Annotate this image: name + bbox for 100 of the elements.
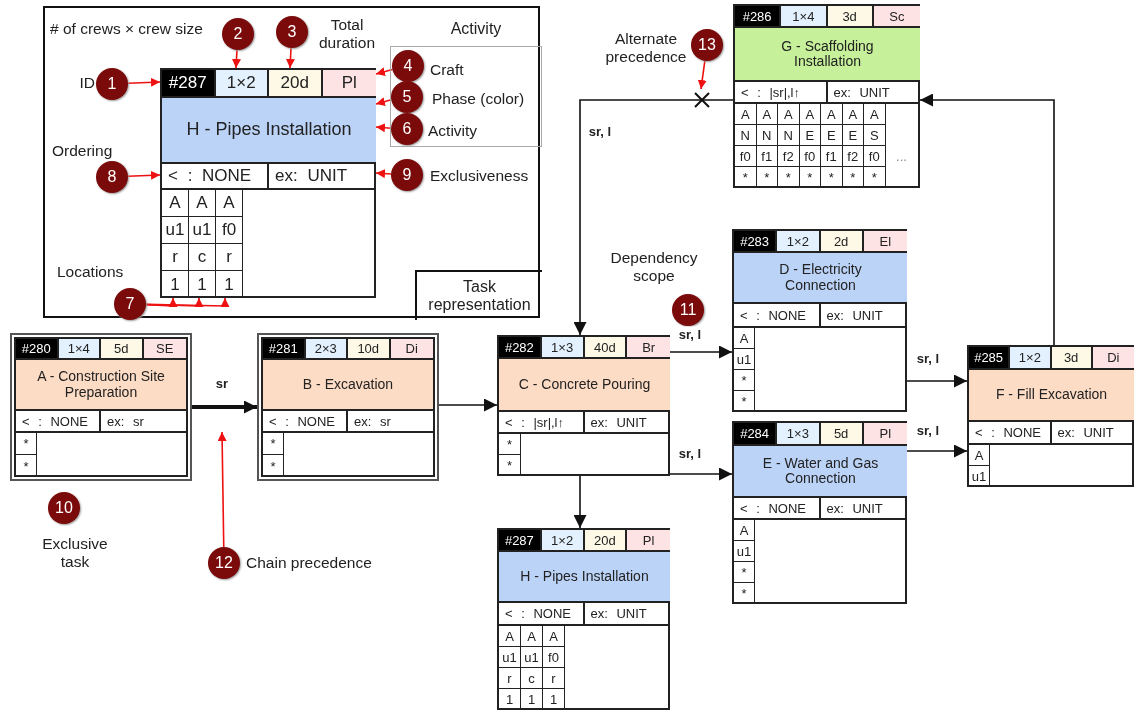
task-card (10, 333, 192, 481)
duration-cell: 40d (584, 337, 628, 359)
panel-title: Task representation (415, 270, 542, 320)
callout-number: 10 (48, 492, 80, 524)
task-card (497, 528, 670, 710)
callout-number: 2 (222, 18, 254, 50)
location-column: A u1 r 1 (162, 190, 189, 298)
task-card (497, 335, 670, 476)
location-column: A u1 * * (734, 328, 755, 412)
crew-cell: 2×3 (305, 339, 348, 360)
exclusiveness-cell: ex: UNIT (1051, 422, 1134, 445)
location-column: A N f0 * (735, 104, 757, 188)
activity-cell: D - Electricity Connection (734, 253, 907, 304)
callout-number: 5 (391, 81, 423, 113)
ellipsis-text: ... (895, 148, 908, 166)
activity-cell: H - Pipes Installation (499, 552, 670, 603)
activity-cell: B - Excavation (263, 360, 433, 411)
callout-label: # of crews × crew size (50, 20, 204, 38)
duration-cell: 3d (827, 6, 874, 28)
callout-number: 1 (96, 68, 128, 100)
activity-cell: G - Scaffolding Installation (735, 28, 920, 82)
location-column: * * (499, 434, 521, 476)
callout-label: ID (78, 74, 95, 92)
location-column: * * (16, 433, 37, 477)
craft-cell: Sc (873, 6, 920, 28)
task-id-cell: #286 (735, 6, 782, 28)
location-column: A E f0 * (799, 104, 821, 188)
duration-cell: 20d (269, 70, 323, 98)
craft-cell: Pl (322, 70, 376, 98)
craft-cell: SE (143, 339, 186, 360)
activity-cell: C - Concrete Pouring (499, 359, 670, 412)
location-column: A E f2 * (842, 104, 864, 188)
task-id-cell: #287 (162, 70, 216, 98)
task-card (160, 68, 376, 298)
crew-cell: 1×2 (215, 70, 269, 98)
crew-cell: 1×2 (777, 231, 821, 253)
crew-cell: 1×2 (1010, 347, 1052, 370)
duration-cell: 20d (584, 530, 628, 552)
callout-label: Chain precedence (246, 554, 373, 572)
callout-label: Ordering (52, 142, 114, 160)
exclusiveness-cell: ex: UNIT (820, 304, 907, 328)
callout-number: 12 (208, 547, 240, 579)
exclusiveness-cell: ex: UNIT (584, 412, 670, 434)
duration-cell: 2d (820, 231, 864, 253)
craft-cell: Pl (627, 530, 670, 552)
craft-cell: Di (390, 339, 433, 360)
activity-cell: A - Construction Site Preparation (16, 360, 186, 411)
ordering-cell: < : NONE (969, 422, 1052, 445)
callout-label: Exclusiveness (430, 167, 530, 185)
task-card (733, 4, 920, 188)
task-card (732, 229, 907, 412)
callout-number: 4 (392, 50, 424, 82)
exclusiveness-cell: ex: UNIT (827, 82, 920, 104)
ordering-cell: < : NONE (734, 304, 821, 328)
exclusiveness-cell: ex: UNIT (584, 603, 670, 626)
task-id-cell: #282 (499, 337, 542, 359)
callout-label: Dependency scope (610, 249, 698, 285)
task-id-cell: #281 (263, 339, 306, 360)
location-column: A f0 r 1 (543, 626, 565, 710)
ordering-cell: < : |sr|,l↑ (735, 82, 828, 104)
crew-cell: 1×3 (777, 423, 821, 446)
ordering-cell: < : |sr|,l↑ (499, 412, 585, 434)
group-heading: Activity (449, 20, 503, 39)
location-column: A N f2 * (778, 104, 800, 188)
exclusiveness-cell: ex: UNIT (269, 164, 376, 190)
activity-cell: E - Water and Gas Connection (734, 446, 907, 498)
exclusiveness-cell: ex: UNIT (820, 498, 907, 520)
callout-label: Phase (color) (432, 90, 526, 108)
ordering-cell: < : NONE (734, 498, 821, 520)
callout-group (390, 20, 542, 147)
task-card (257, 333, 439, 481)
task-card (732, 421, 907, 604)
task-id-cell: #285 (969, 347, 1011, 370)
callout-label: Total duration (318, 16, 376, 52)
callout-number: 13 (691, 29, 723, 61)
location-column: A u1 * * (734, 520, 755, 604)
duration-cell: 5d (820, 423, 864, 446)
location-column: A u1 (969, 445, 990, 487)
location-column: A u1 c 1 (521, 626, 543, 710)
callout-label: Locations (57, 263, 125, 281)
exclusiveness-cell: ex: sr (101, 411, 186, 433)
task-id-cell: #283 (734, 231, 778, 253)
craft-cell: Pl (863, 423, 907, 446)
callout-number: 3 (276, 16, 308, 48)
callout-number: 8 (96, 161, 128, 193)
crew-cell: 1×2 (541, 530, 585, 552)
craft-cell: Br (627, 337, 670, 359)
duration-cell: 5d (101, 339, 144, 360)
crew-cell: 1×3 (541, 337, 585, 359)
callout-label: Exclusive task (41, 535, 109, 571)
task-id-cell: #280 (16, 339, 59, 360)
location-column: A S f0 * (864, 104, 886, 188)
craft-cell: El (863, 231, 907, 253)
ordering-cell: < : NONE (16, 411, 101, 433)
duration-cell: 10d (348, 339, 391, 360)
location-column: A u1 r 1 (499, 626, 521, 710)
callout-number: 11 (672, 294, 704, 326)
callout-label: Craft (430, 61, 465, 79)
ordering-cell: < : NONE (499, 603, 585, 626)
callout-number: 7 (114, 288, 146, 320)
